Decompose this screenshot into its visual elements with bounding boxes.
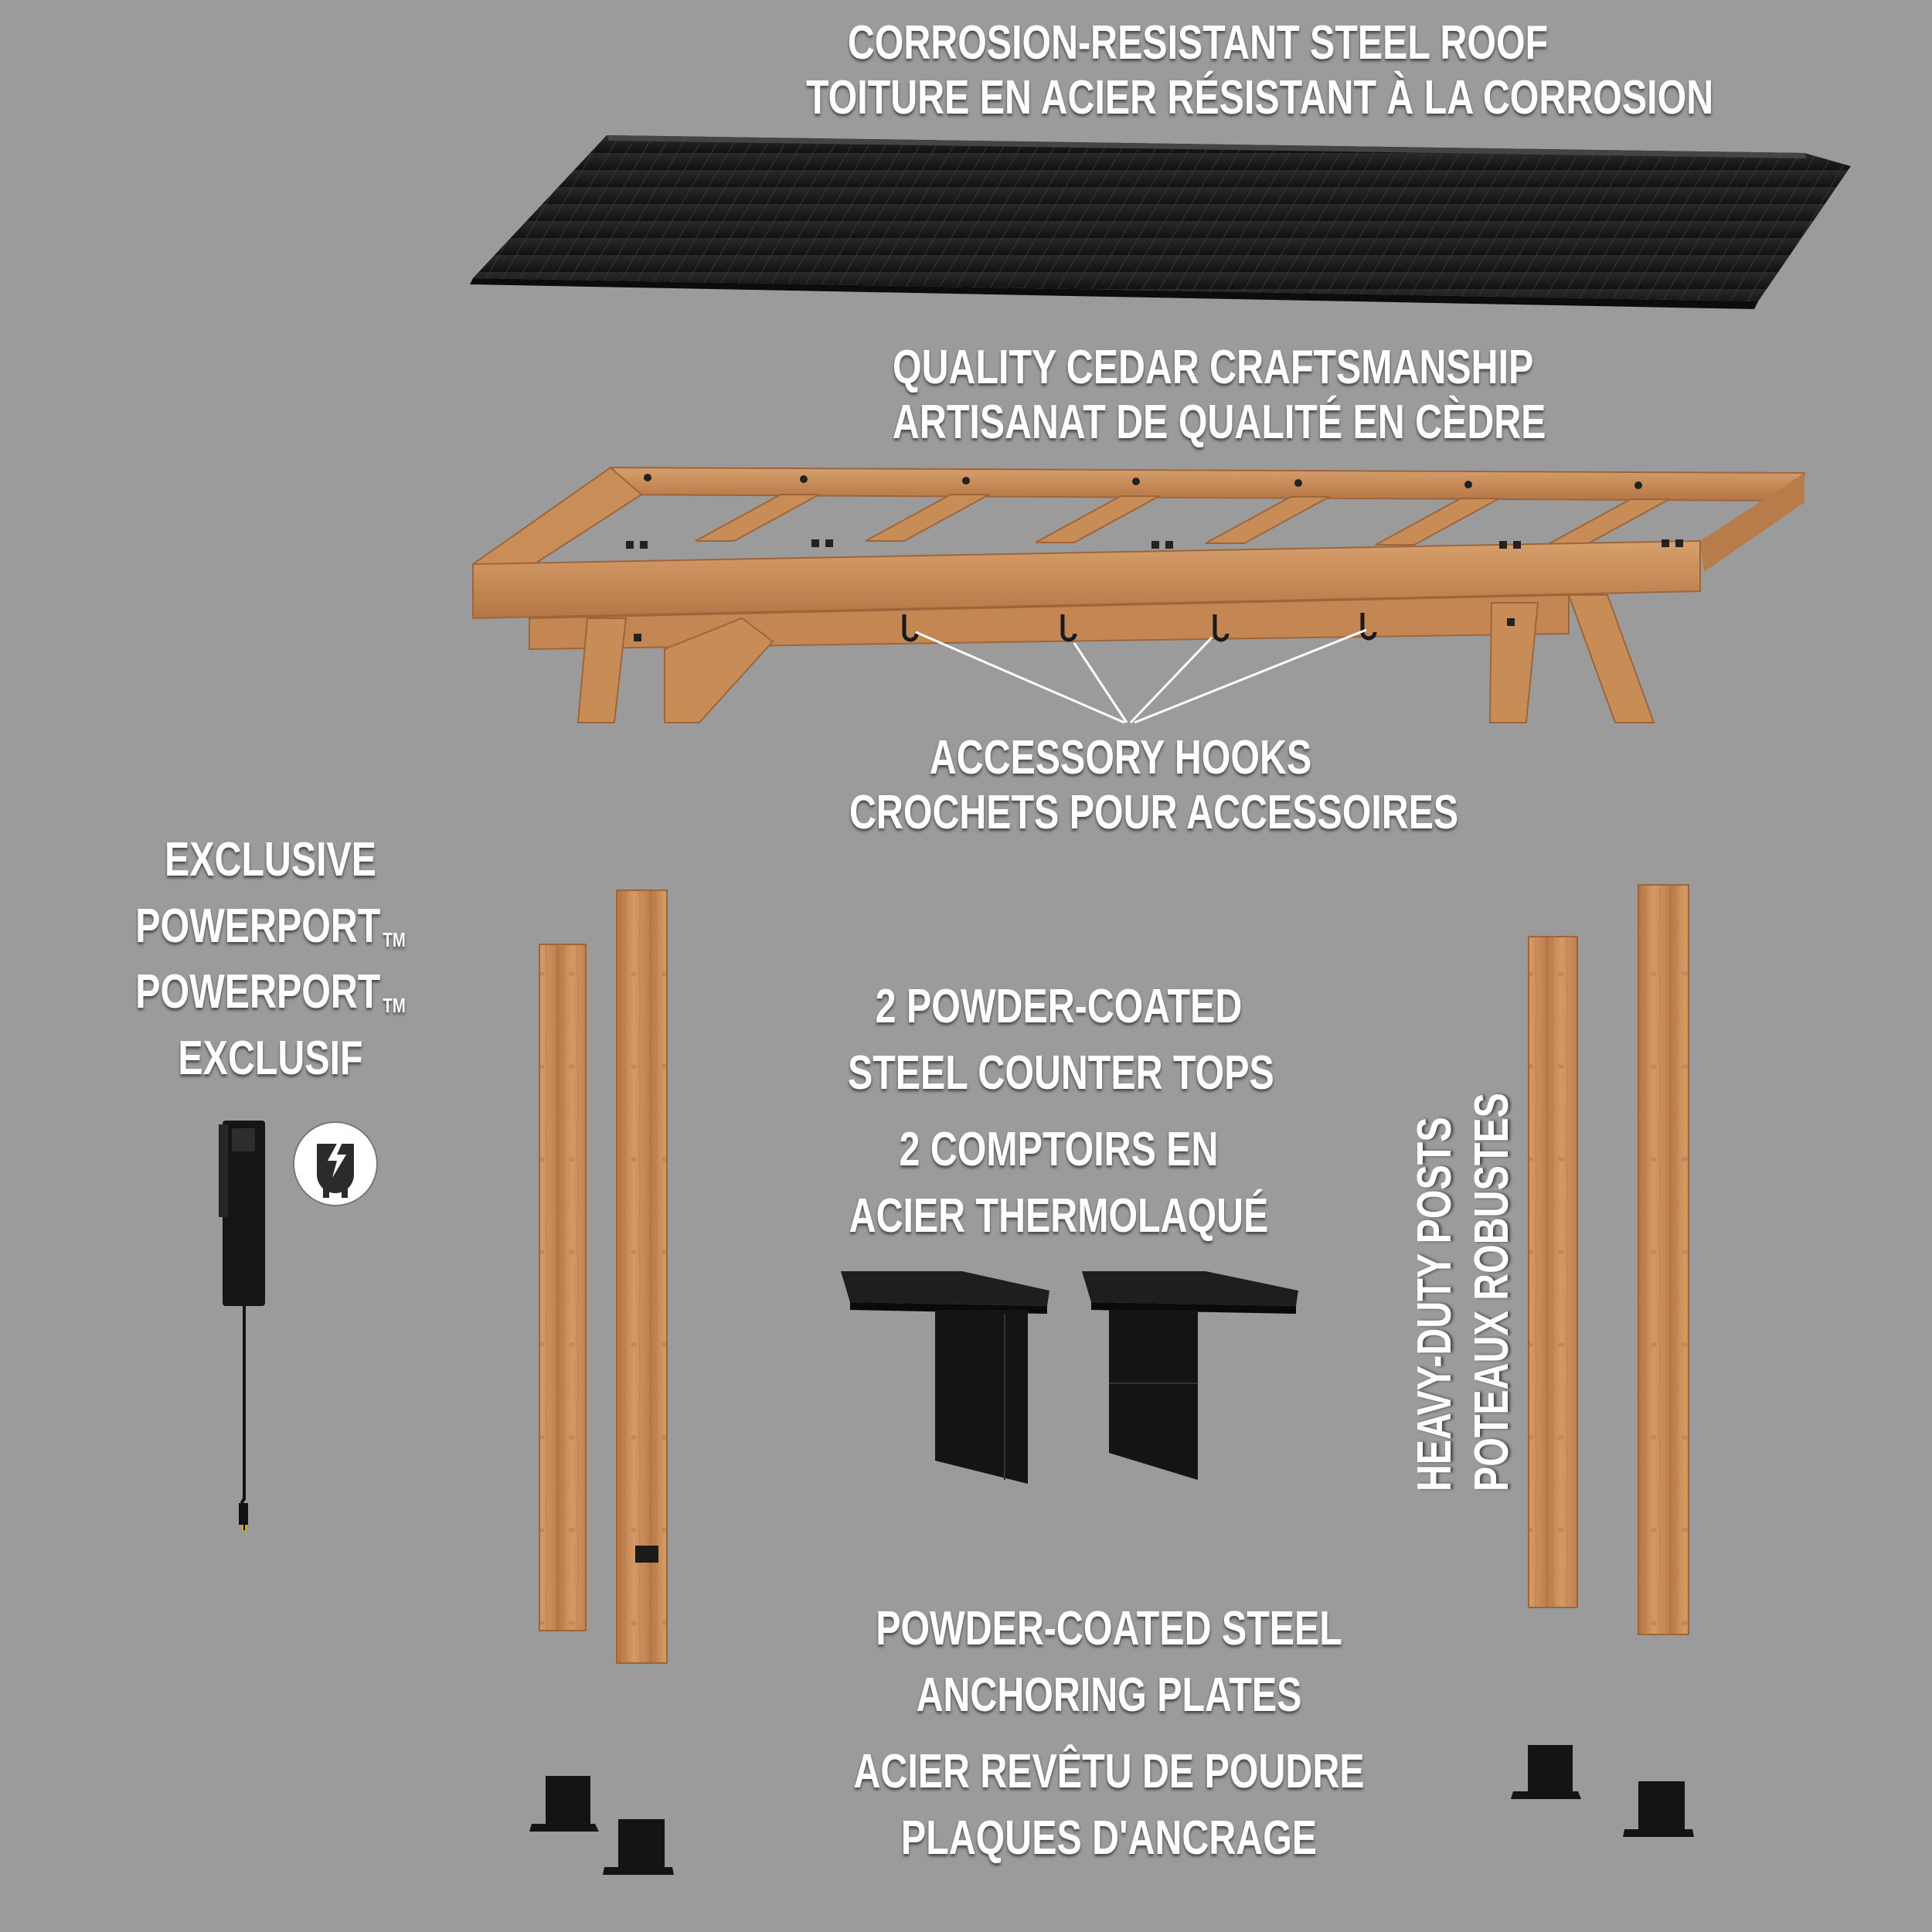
posts-label-fr: POTEAUX ROBUSTES — [1465, 1093, 1519, 1492]
cedar-label-fr: ARTISANAT DE QUALITÉ EN CÈDRE — [893, 396, 1546, 450]
plates-line2: ANCHORING PLATES — [916, 1668, 1302, 1722]
counters-label: 2 POWDER-COATED STEEL COUNTER TOPS 2 COM… — [848, 974, 1274, 1249]
counters-line2: STEEL COUNTER TOPS — [848, 1046, 1274, 1100]
accessory-hooks — [902, 613, 1377, 642]
cedar-label: QUALITY CEDAR CRAFTSMANSHIP ARTISANAT DE… — [893, 340, 1546, 451]
power-plug-icon — [293, 1121, 378, 1206]
roof-label-en: CORROSION-RESISTANT STEEL ROOF — [847, 16, 1549, 70]
powerport-device — [219, 1121, 265, 1532]
hook-callout-lines — [915, 628, 1367, 724]
hooks-label: ACCESSORY HOOKS CROCHETS POUR ACCESSOIRE… — [849, 730, 1459, 841]
plates-line1: POWDER-COATED STEEL — [876, 1602, 1342, 1655]
steel-roof — [470, 135, 1851, 309]
powerport-line4: EXCLUSIF — [178, 1031, 363, 1085]
anchoring-plates — [529, 1745, 1694, 1875]
plates-line4: PLAQUES D'ANCRAGE — [900, 1811, 1318, 1865]
hooks-label-en: ACCESSORY HOOKS — [929, 731, 1312, 784]
trademark-mark: TM — [383, 927, 406, 951]
cedar-frame — [471, 466, 1806, 724]
trademark-mark-fr: TM — [383, 994, 406, 1018]
plates-line3: ACIER REVÊTU DE POUDRE — [853, 1745, 1365, 1799]
roof-label: CORROSION-RESISTANT STEEL ROOF TOITURE E… — [806, 15, 1714, 126]
posts-label: HEAVY-DUTY POSTS POTEAUX ROBUSTES — [1406, 1093, 1522, 1492]
roof-label-fr: TOITURE EN ACIER RÉSISTANT À LA CORROSIO… — [806, 71, 1714, 125]
hooks-label-fr: CROCHETS POUR ACCESSOIRES — [849, 786, 1459, 840]
counters-line3: 2 COMPTOIRS EN — [899, 1123, 1219, 1177]
cedar-label-en: QUALITY CEDAR CRAFTSMANSHIP — [893, 341, 1534, 394]
steel-counter-tops — [841, 1271, 1298, 1484]
plates-label: POWDER-COATED STEEL ANCHORING PLATES ACI… — [847, 1596, 1372, 1871]
cedar-posts — [539, 884, 1689, 1664]
counters-line4: ACIER THERMOLAQUÉ — [849, 1189, 1269, 1243]
counters-line1: 2 POWDER-COATED — [875, 980, 1243, 1033]
powerport-line1: EXCLUSIVE — [164, 833, 377, 886]
posts-label-en: HEAVY-DUTY POSTS — [1408, 1117, 1461, 1492]
powerport-line2: POWERPORT — [135, 899, 381, 953]
powerport-line3: POWERPORT — [135, 965, 381, 1019]
